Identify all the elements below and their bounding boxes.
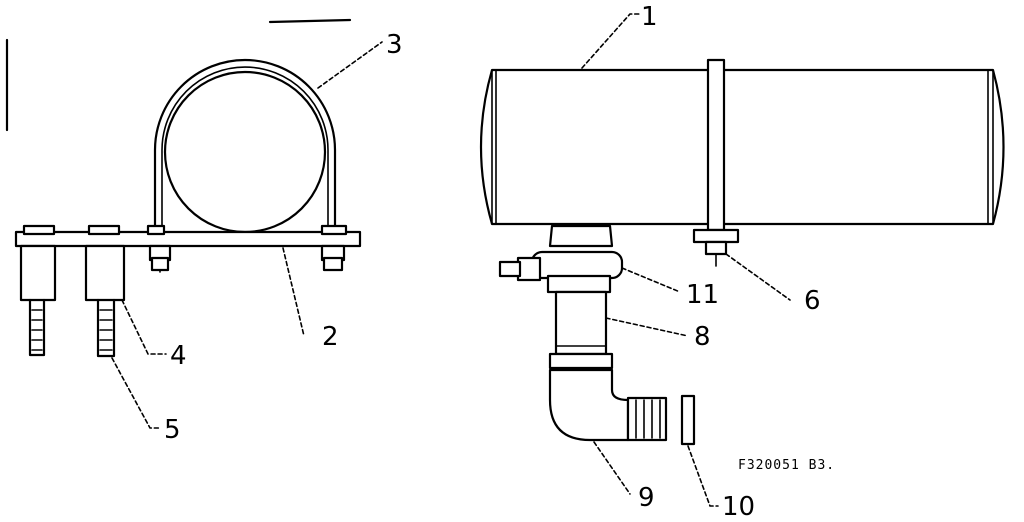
u-bolt-bracket-assembly	[14, 58, 362, 358]
stud	[96, 298, 116, 358]
air-tank	[479, 68, 1005, 226]
callout-9: 9	[638, 483, 655, 513]
elbow	[548, 368, 630, 442]
pipe-section	[163, 70, 327, 234]
left-leader-lines	[111, 41, 383, 429]
strap-nut	[692, 228, 740, 244]
callout-5: 5	[164, 415, 181, 445]
figure-code: F320051 B3.	[738, 458, 836, 473]
callout-8: 8	[694, 322, 711, 352]
cap	[680, 394, 696, 446]
tank-strap	[706, 58, 726, 232]
callout-11: 11	[686, 280, 720, 310]
u-bolt	[153, 58, 337, 230]
spacer-left	[19, 244, 57, 302]
callout-6: 6	[804, 286, 821, 316]
hose-clamp	[530, 250, 624, 280]
right-leader-lines	[581, 13, 791, 507]
callout-2: 2	[322, 322, 339, 352]
hose	[554, 290, 608, 356]
callout-10: 10	[722, 492, 756, 522]
scan-artifacts	[5, 18, 352, 132]
tank-assembly	[479, 58, 1005, 446]
callout-4: 4	[170, 341, 187, 371]
callout-1: 1	[641, 2, 658, 32]
spacer	[84, 244, 126, 302]
mounting-plate	[14, 230, 362, 248]
callout-3: 3	[386, 30, 403, 60]
